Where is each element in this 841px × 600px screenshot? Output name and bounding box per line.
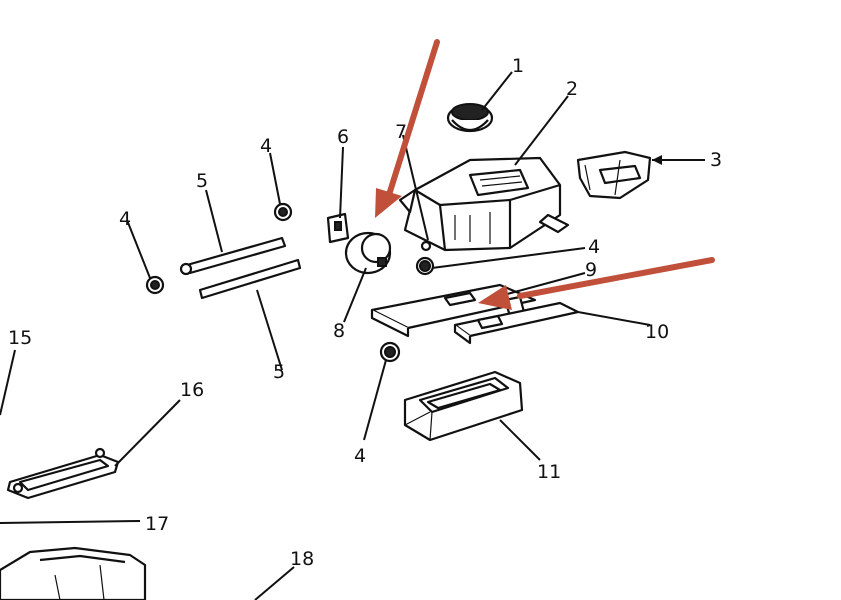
callout-3: 3 xyxy=(710,149,722,171)
callout-4-upper: 4 xyxy=(260,135,272,157)
part-11-frame xyxy=(403,370,524,442)
highlight-arrow-upper xyxy=(375,39,440,218)
callout-9: 9 xyxy=(585,259,597,281)
callout-10: 10 xyxy=(645,321,669,343)
part-6-clip xyxy=(326,212,350,244)
callout-2: 2 xyxy=(566,78,578,100)
part-2-housing xyxy=(398,156,570,252)
callout-8: 8 xyxy=(333,320,345,342)
callout-17: 17 xyxy=(145,513,169,535)
callout-5-lower: 5 xyxy=(273,361,285,383)
callout-16: 16 xyxy=(180,379,204,401)
part-8-motor xyxy=(344,231,392,275)
callout-7: 7 xyxy=(395,121,407,143)
highlight-arrow-right xyxy=(478,257,715,310)
part-4-nut-d xyxy=(379,341,401,363)
part-3-bracket xyxy=(576,150,652,200)
part-16-bracket xyxy=(6,447,120,500)
part-4-nut-c xyxy=(415,256,435,276)
part-7-pin xyxy=(420,240,432,252)
callout-6: 6 xyxy=(337,126,349,148)
leader-lines xyxy=(0,71,705,600)
part-4-nut-a xyxy=(273,202,293,222)
callout-4-right: 4 xyxy=(588,236,600,258)
callout-11: 11 xyxy=(537,461,561,483)
part-18-housing xyxy=(0,546,147,600)
part-5-rod-lower xyxy=(198,258,302,300)
callout-1: 1 xyxy=(512,55,524,77)
part-1-knob xyxy=(446,103,494,133)
part-5-rod-upper xyxy=(179,236,287,276)
callout-18: 18 xyxy=(290,548,314,570)
callout-4-left: 4 xyxy=(119,208,131,230)
callout-4-lower: 4 xyxy=(354,445,366,467)
callout-5-upper: 5 xyxy=(196,170,208,192)
callout-15: 15 xyxy=(8,327,32,349)
part-4-nut-b xyxy=(145,275,165,295)
